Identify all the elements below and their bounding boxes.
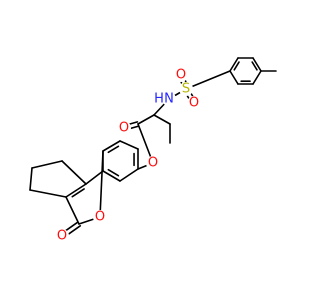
svg-text:O: O bbox=[95, 210, 105, 225]
bond-C3-C2 bbox=[65, 183, 87, 198]
bond-t4-S bbox=[185, 70, 231, 90]
svg-text:N: N bbox=[164, 92, 174, 107]
bond-C2-a5 bbox=[85, 170, 104, 185]
bond-inner-a5-a6 bbox=[107, 168, 120, 177]
svg-text:O: O bbox=[148, 156, 158, 171]
atom-layer: O S O N H O O O bbox=[55, 68, 201, 244]
bond-C4-C3 bbox=[65, 196, 80, 225]
molecule-structure: O S O N H O O O bbox=[29, 57, 277, 244]
atom-lactone-carbonyl-o: O bbox=[55, 229, 69, 244]
bond-cp1-cp2 bbox=[31, 160, 63, 169]
svg-text:S: S bbox=[182, 82, 190, 97]
atom-sulfonyl-o-right: O bbox=[187, 96, 201, 111]
atom-amine-h: H bbox=[153, 92, 165, 107]
bond-t4-t5 bbox=[229, 70, 239, 85]
bond-cp2-cp3 bbox=[29, 167, 33, 191]
bond-a6-a1 bbox=[119, 168, 139, 182]
svg-text:H: H bbox=[154, 92, 164, 107]
bond-t1-t2 bbox=[252, 57, 262, 72]
atom-amine-n: N bbox=[162, 92, 176, 107]
bond-Ca-CH2 bbox=[153, 114, 171, 125]
bond-a4-Or bbox=[99, 150, 104, 218]
svg-text:O: O bbox=[189, 96, 199, 111]
bond-Ca-Cc bbox=[137, 114, 155, 125]
bond-inner-t3-t4 bbox=[233, 61, 240, 71]
bond-C2-cp1 bbox=[61, 160, 87, 185]
bond-t6-t1 bbox=[252, 70, 262, 85]
bond-a5-a6 bbox=[102, 170, 121, 182]
bond-inner-a3-a4 bbox=[107, 145, 120, 154]
bond-a2-a3 bbox=[119, 140, 139, 150]
atom-ester-carbonyl-o: O bbox=[117, 121, 131, 136]
atom-sulfonyl-o-left: O bbox=[174, 68, 188, 83]
atom-ester-o: O bbox=[146, 156, 160, 171]
bond-a3-a4 bbox=[102, 140, 121, 152]
svg-text:O: O bbox=[176, 68, 186, 83]
bond-inner-t1-t2 bbox=[251, 61, 258, 71]
bond-layer bbox=[29, 57, 277, 239]
bond-cp3-C3 bbox=[29, 189, 67, 198]
bond-t3-t4 bbox=[229, 57, 239, 72]
atom-ring-o: O bbox=[93, 210, 107, 225]
svg-text:O: O bbox=[119, 121, 129, 136]
bond-inner-C2-C3 bbox=[71, 188, 85, 198]
atom-sulfonyl-s: S bbox=[179, 82, 193, 97]
svg-text:O: O bbox=[57, 229, 67, 244]
